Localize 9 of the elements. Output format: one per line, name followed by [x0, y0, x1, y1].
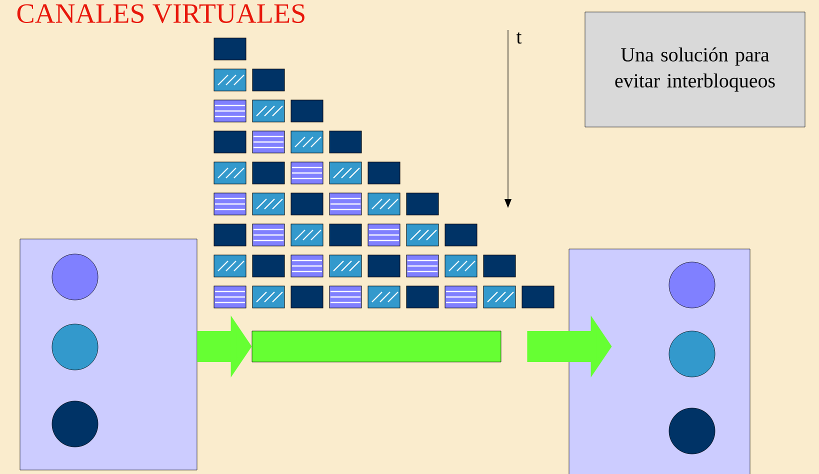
- circle-symbol: [668, 330, 716, 378]
- title: CANALES VIRTUALES: [17, 4, 304, 24]
- circle-symbol: [668, 262, 716, 308]
- circle-symbol: [52, 324, 98, 370]
- circle-symbol: [668, 408, 716, 454]
- axis-label: t: [516, 32, 522, 44]
- circle-symbol: [52, 400, 98, 448]
- note-box: Una solución para evitar interbloqueos: [584, 12, 806, 128]
- circle-symbol: [52, 254, 98, 300]
